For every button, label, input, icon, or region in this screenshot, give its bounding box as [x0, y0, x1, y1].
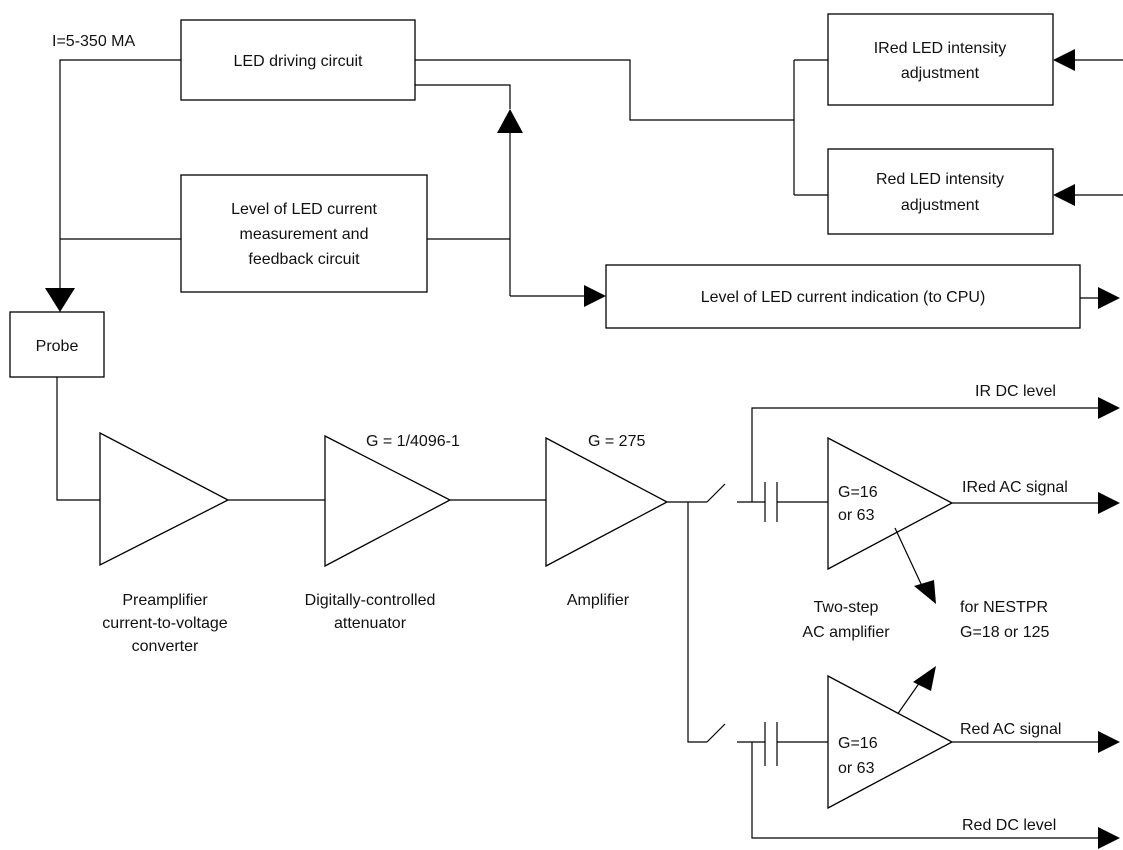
ired-ac-arrow-icon: [1098, 492, 1120, 514]
ired-intensity-block: [827, 13, 1054, 106]
amplifier-gain-label: G = 275: [588, 433, 645, 450]
top-ac-amplifier-triangle: [827, 436, 954, 571]
bottom-ac-gain-line2: or 63: [838, 760, 875, 777]
top-ac-gain-line2: or 63: [838, 507, 875, 524]
feedback-label-line3: feedback circuit: [248, 251, 360, 268]
led-driving-circuit-label: LED driving circuit: [234, 53, 363, 70]
ir-dc-arrow-icon: [1098, 397, 1120, 419]
probe-arrow-icon: [45, 288, 75, 312]
nestpr-label-line1: for NESTPR: [960, 599, 1048, 616]
ired-intensity-label-line2: adjustment: [901, 65, 980, 82]
top-ac-gain-line1: G=16: [838, 484, 878, 501]
red-intensity-label-line2: adjustment: [901, 197, 980, 214]
bottom-ac-amplifier-triangle: [827, 674, 954, 810]
led-driving-circuit-block: [180, 19, 416, 101]
bottom-switch: [706, 723, 726, 743]
ir-dc-line: [751, 407, 1098, 502]
attenuator-triangle: [324, 434, 452, 568]
red-ac-arrow-icon: [1098, 731, 1120, 753]
top-to-nestpr-line: [894, 527, 923, 587]
red-ac-label: Red AC signal: [960, 721, 1061, 738]
ir-dc-label: IR DC level: [975, 383, 1056, 400]
ired-intensity-in-arrow-icon: [1053, 49, 1075, 71]
ac-amp-caption-line2: AC amplifier: [802, 624, 890, 641]
amplifier-triangle: [545, 436, 669, 568]
attenuator-gain-label: G = 1/4096-1: [366, 433, 460, 450]
probe-label: Probe: [36, 338, 79, 355]
red-intensity-block: [827, 148, 1054, 235]
probe-to-preamp-line: [56, 377, 100, 501]
nestpr-up-arrow-icon: [913, 666, 936, 691]
top-switch: [706, 483, 726, 503]
preamp-caption-line3: converter: [132, 638, 199, 655]
preamplifier-triangle: [99, 431, 230, 567]
red-dc-arrow-icon: [1098, 827, 1120, 849]
amplifier-branch-line: [687, 502, 707, 743]
red-dc-label: Red DC level: [962, 817, 1056, 834]
led-current-indication-block: [605, 264, 1081, 329]
drive-to-adjust-line: [415, 59, 794, 121]
feedback-label-line2: measurement and: [240, 226, 369, 243]
feedback-up-arrow-icon: [497, 109, 523, 133]
red-intensity-label-line1: Red LED intensity: [876, 171, 1004, 188]
nestpr-label-line2: G=18 or 125: [960, 624, 1050, 641]
red-dc-line: [751, 742, 1098, 839]
feedback-circuit-block: [180, 174, 428, 293]
attenuator-caption-line2: attenuator: [334, 615, 407, 632]
attenuator-caption-line1: Digitally-controlled: [305, 592, 436, 609]
ac-amp-caption-line1: Two-step: [814, 599, 879, 616]
bottom-ac-gain-line1: G=16: [838, 735, 878, 752]
indication-in-arrow-icon: [584, 285, 606, 307]
indication-out-arrow-icon: [1098, 287, 1120, 309]
preamp-caption-line2: current-to-voltage: [102, 615, 227, 632]
amplifier-caption: Amplifier: [567, 592, 630, 609]
ired-intensity-label-line1: IRed LED intensity: [874, 40, 1007, 57]
probe-block: [9, 311, 105, 378]
drive-feedback-link-line: [415, 84, 511, 109]
led-current-indication-label: Level of LED current indication (to CPU): [701, 289, 986, 306]
current-range-label: I=5-350 MA: [52, 33, 135, 50]
feedback-label-line1: Level of LED current: [231, 201, 377, 218]
red-intensity-in-arrow-icon: [1053, 184, 1075, 206]
drive-to-probe-line: [59, 59, 181, 288]
ired-ac-label: IRed AC signal: [962, 479, 1068, 496]
preamp-caption-line1: Preamplifier: [122, 592, 208, 609]
nestpr-down-arrow-icon: [914, 580, 936, 604]
